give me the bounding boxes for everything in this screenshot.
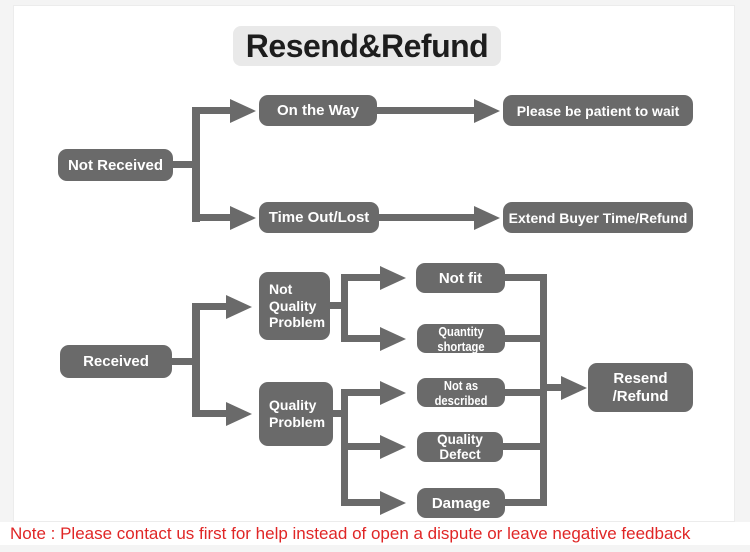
connector-to-not-fit (348, 274, 380, 281)
arrow-right-icon (380, 266, 406, 290)
connector-not-as-described-out (505, 389, 543, 396)
flow-node-quantity-shortage: Quantity shortage (417, 323, 505, 354)
connector-not-fit-out (505, 274, 543, 281)
flow-node-please-wait: Please be patient to wait (503, 95, 693, 126)
flow-node-on-the-way: On the Way (259, 95, 377, 126)
connector-to-quality-problem (200, 410, 226, 417)
connector-not-received-stub (173, 161, 196, 168)
flow-node-quality-problem: Quality Problem (259, 382, 333, 446)
connector-to-not-quality (200, 303, 226, 310)
connector-nqp-stub (330, 302, 348, 309)
connector-to-please-wait (377, 107, 474, 114)
connector-nqp-trunk (341, 274, 348, 342)
connector-to-quality-defect (348, 443, 380, 450)
connector-to-not-as-described (348, 389, 380, 396)
flow-node-resend-refund: Resend /Refund (588, 363, 693, 412)
arrow-right-icon (561, 376, 587, 400)
connector-damage-out (505, 499, 543, 506)
note-text: Note : Please contact us first for help … (10, 523, 691, 543)
connector-to-extend-refund (379, 214, 474, 221)
arrow-right-icon (474, 206, 500, 230)
connector-to-on-the-way (200, 107, 232, 114)
arrow-right-icon (230, 99, 256, 123)
connector-qp-stub (333, 410, 348, 417)
flow-node-not-quality-problem: Not Quality Problem (259, 272, 330, 340)
flow-node-not-as-described: Not as described (417, 377, 505, 408)
connector-not-received-trunk (192, 107, 200, 222)
quantity-shortage-label: Quantity shortage (437, 323, 485, 354)
arrow-right-icon (226, 295, 252, 319)
not-as-described-label: Not as described (434, 377, 488, 408)
diagram-title: Resend&Refund (233, 26, 501, 66)
flow-node-not-fit: Not fit (416, 263, 505, 293)
connector-quantity-shortage-out (505, 335, 543, 342)
flow-node-extend-refund: Extend Buyer Time/Refund (503, 202, 693, 233)
arrow-right-icon (380, 327, 406, 351)
arrow-right-icon (230, 206, 256, 230)
arrow-right-icon (226, 402, 252, 426)
connector-to-resend-refund (547, 384, 561, 391)
connector-quality-defect-out (503, 443, 543, 450)
connector-collector-trunk (540, 274, 547, 506)
flow-node-not-received: Not Received (58, 149, 173, 181)
flow-node-received: Received (60, 345, 172, 378)
connector-qp-trunk (341, 389, 348, 506)
connector-to-damage (348, 499, 380, 506)
connector-received-stub (172, 358, 196, 365)
flow-node-damage: Damage (417, 488, 505, 518)
arrow-right-icon (380, 491, 406, 515)
diagram-canvas (13, 5, 735, 522)
arrow-right-icon (380, 381, 406, 405)
arrow-right-icon (474, 99, 500, 123)
connector-to-quantity-shortage (348, 335, 380, 342)
arrow-right-icon (380, 435, 406, 459)
connector-to-time-out (200, 214, 232, 221)
flow-node-quality-defect: Quality Defect (417, 432, 503, 462)
flow-node-time-out-lost: Time Out/Lost (259, 202, 379, 233)
connector-received-trunk (192, 303, 200, 417)
note-bar: Note : Please contact us first for help … (0, 522, 750, 545)
